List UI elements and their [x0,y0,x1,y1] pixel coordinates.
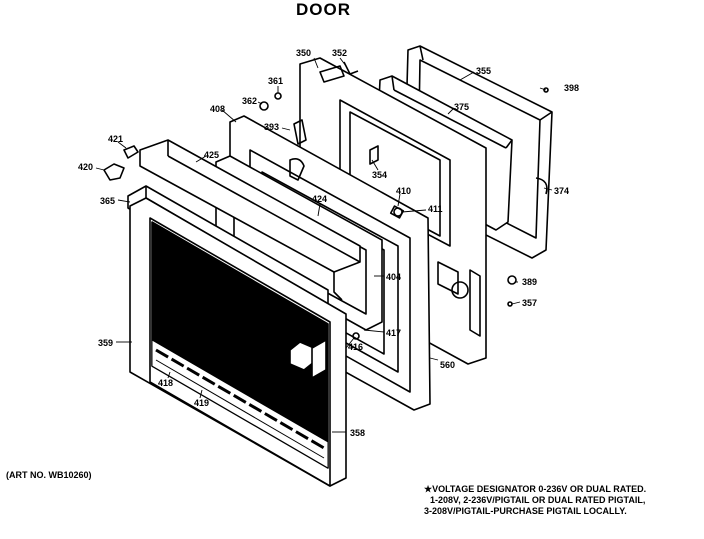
callout-398: 398 [564,83,579,93]
footnote-line-2: 1-208V, 2-236V/PIGTAIL OR DUAL RATED PIG… [430,495,646,505]
callout-labels: 350 352 355 398 361 362 375 408 393 421 … [78,48,579,438]
callout-352: 352 [332,48,347,58]
callout-421: 421 [108,134,123,144]
callout-354: 354 [372,170,387,180]
callout-417: 417 [386,328,401,338]
callout-404: 404 [386,272,401,282]
callout-350: 350 [296,48,311,58]
callout-410: 410 [396,186,411,196]
callout-359: 359 [98,338,113,348]
bracket-422 [289,341,315,371]
screw-416 [352,332,360,340]
callout-425: 425 [204,150,219,160]
footnote-line-3: 3-208V/PIGTAIL-PURCHASE PIGTAIL LOCALLY. [424,506,627,516]
callout-424: 424 [312,194,327,204]
callout-418: 418 [158,378,173,388]
screw-389 [507,275,517,285]
callout-365: 365 [100,196,115,206]
callout-427: 427 [174,342,189,352]
callout-393b: 393 [264,348,279,358]
callout-416: 416 [348,342,363,352]
callout-374: 374 [554,186,569,196]
callout-355: 355 [476,66,491,76]
screw-398 [543,87,549,93]
handle-end-caps [103,145,139,181]
top-trim-425 [139,139,361,301]
footnote-line-1: ★VOLTAGE DESIGNATOR 0-236V OR DUAL RATED… [424,484,647,494]
screw-362 [259,101,269,111]
callout-422: 422 [292,326,307,336]
callout-375: 375 [454,102,469,112]
leader-lines [95,57,553,433]
hinge-plate [311,339,327,379]
callout-393: 393 [264,122,279,132]
screw-357 [507,301,513,307]
diagram-title: DOOR [296,0,351,19]
callout-389: 389 [522,277,537,287]
callout-408: 408 [210,104,225,114]
callout-361: 361 [268,76,283,86]
callout-357: 357 [522,298,537,308]
callout-411: 411 [428,204,443,214]
callout-362: 362 [242,96,257,106]
callout-420: 420 [78,162,93,172]
screw-361 [274,92,282,100]
voltage-footnote: ★VOLTAGE DESIGNATOR 0-236V OR DUAL RATED… [424,484,646,517]
callout-560: 560 [440,360,455,370]
art-number: (ART NO. WB10260) [6,470,92,480]
front-glass-358 [151,221,329,469]
callout-358: 358 [350,428,365,438]
callout-419: 419 [194,398,209,408]
